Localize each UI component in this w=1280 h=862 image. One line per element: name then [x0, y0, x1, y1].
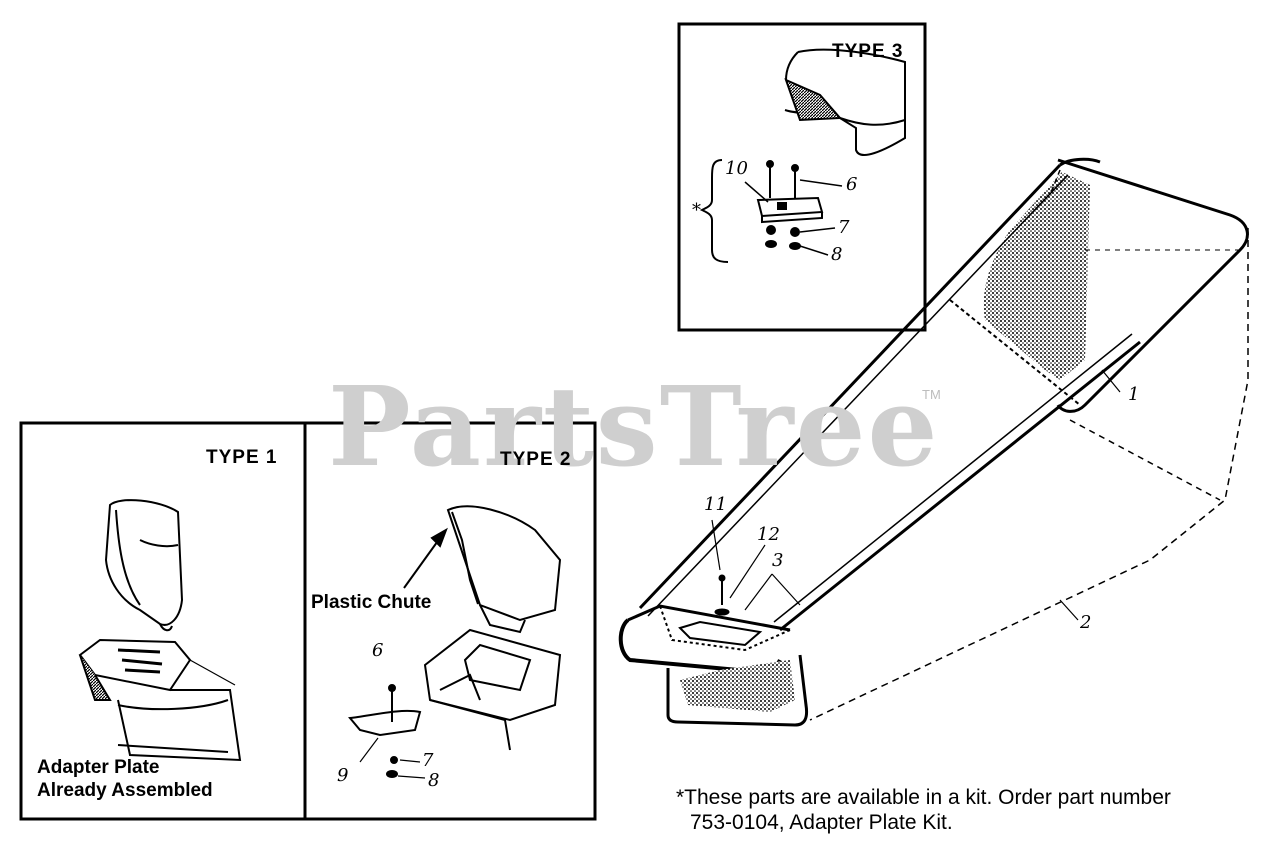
kit-footnote-line2: 753-0104, Adapter Plate Kit.: [690, 811, 953, 834]
type2-callout-9: 9: [337, 765, 349, 786]
type3-callout-6: 6: [846, 174, 858, 195]
bag-callout-12: 12: [757, 524, 780, 545]
grass-bag-drawing: [618, 157, 1249, 727]
type3-label: TYPE 3: [832, 41, 904, 62]
type2-drawing: [348, 505, 562, 779]
type2-callout-6: 6: [372, 640, 384, 661]
type3-kit-marker: *: [692, 200, 701, 221]
bag-callout-2: 2: [1080, 612, 1092, 633]
type1-label: TYPE 1: [206, 447, 278, 468]
type1-drawing: [78, 499, 242, 762]
type1-note-line1: Adapter Plate: [37, 757, 160, 778]
kit-footnote-line1: *These parts are available in a kit. Ord…: [676, 786, 1171, 809]
type2-label: TYPE 2: [500, 449, 572, 470]
type3-callout-10: 10: [725, 158, 748, 179]
type1-note-line2: Already Assembled: [37, 780, 213, 801]
type2-callout-7: 7: [422, 750, 434, 771]
type3-panel-frame: [677, 22, 927, 332]
plastic-chute-label: Plastic Chute: [311, 592, 432, 613]
bag-callout-1: 1: [1128, 384, 1140, 405]
watermark-text: PartsTree: [328, 362, 940, 491]
type3-drawing: [699, 48, 906, 263]
bag-callout-11: 11: [704, 494, 727, 515]
type2-callout-8: 8: [428, 770, 440, 791]
type3-callout-7: 7: [838, 217, 850, 238]
type2-panel-frame: [303, 421, 597, 821]
type3-callout-8: 8: [831, 244, 843, 265]
bag-callout-3: 3: [772, 550, 784, 571]
watermark-trademark: TM: [922, 387, 941, 402]
